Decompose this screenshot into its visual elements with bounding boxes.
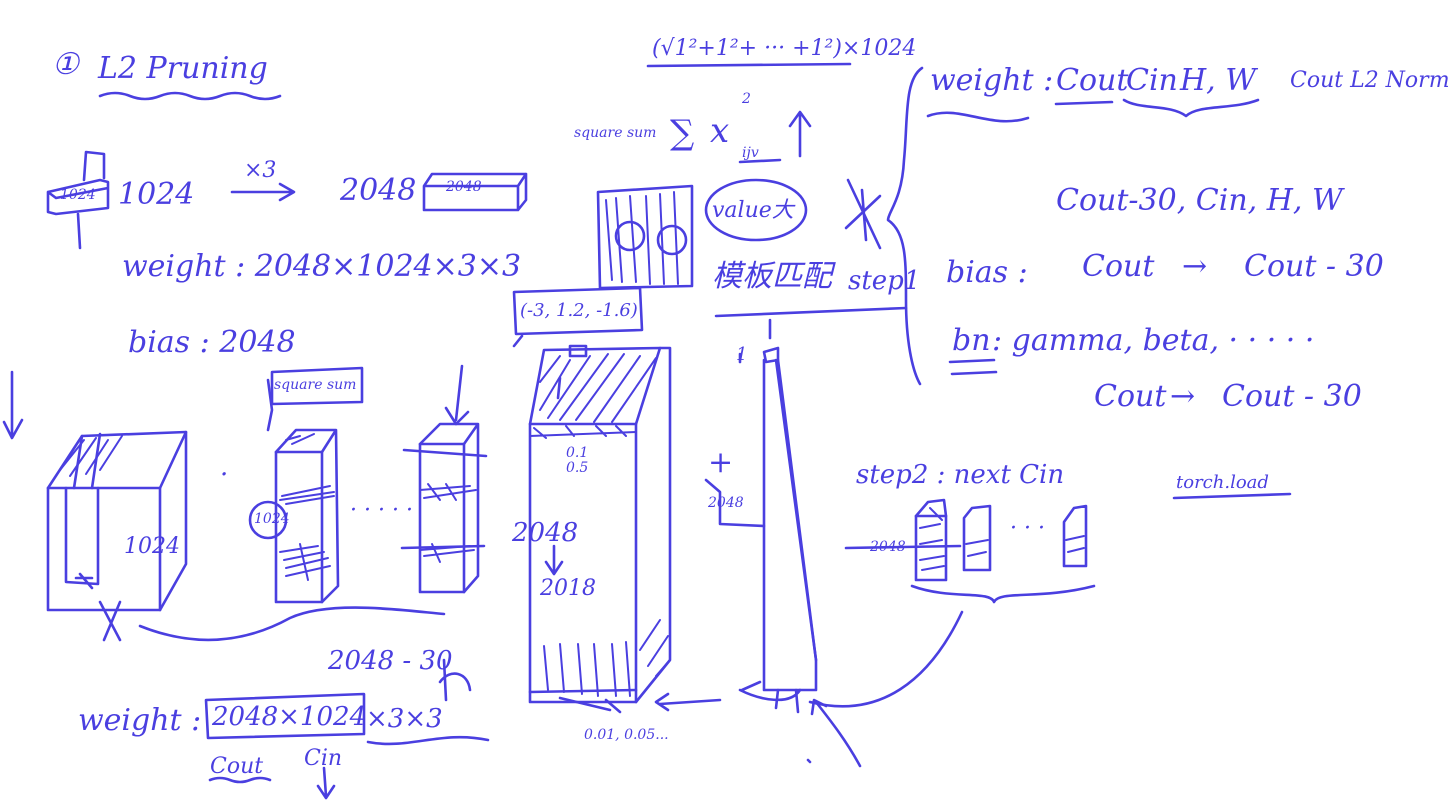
cout-underline-r xyxy=(1054,100,1114,106)
output-box-label: 2048 xyxy=(446,179,482,195)
bottom-values: 0.01, 0.05... xyxy=(584,727,669,743)
bn-label: bn xyxy=(952,323,991,358)
input-box-label: 1024 xyxy=(60,187,96,203)
curve-arrow xyxy=(810,698,862,768)
side-brace xyxy=(704,478,766,528)
step2-columns xyxy=(844,498,1096,604)
tall-column xyxy=(528,344,672,712)
x-underline xyxy=(738,158,782,164)
weight-underline xyxy=(926,111,1030,123)
big-cube xyxy=(2,370,188,642)
curve-to-step2 xyxy=(808,610,964,708)
vector-values: (-3, 1.2, -1.6) xyxy=(520,300,638,321)
small-ellipsis: · · · xyxy=(1010,516,1045,541)
vec-arrow xyxy=(512,334,524,348)
zh-underline xyxy=(714,306,908,318)
bn-underline xyxy=(948,358,998,376)
bn-arrow: → xyxy=(1170,379,1196,414)
cout-label: Cout xyxy=(210,754,264,779)
bias-result: Cout - 30 xyxy=(1244,249,1384,284)
cin-hw-brace xyxy=(1122,98,1260,118)
arrow-star xyxy=(844,178,882,250)
right-brace xyxy=(886,66,924,386)
cout-underline xyxy=(208,776,272,784)
bottom-arrow-mid xyxy=(604,692,722,714)
step2-label: step2 : next Cin xyxy=(856,460,1065,490)
column-tag: square sum xyxy=(274,377,357,393)
input-box-arrow xyxy=(76,150,106,250)
filter-column xyxy=(248,366,364,604)
pruned-count: 2048 - 30 xyxy=(328,646,453,676)
cube-label: 1024 xyxy=(124,534,180,559)
template-match-label: 模板匹配 xyxy=(712,259,832,294)
weight-bottom-suffix: ×3×3 xyxy=(366,704,443,734)
output-box xyxy=(422,172,528,212)
bias-label: bias : xyxy=(946,255,1028,290)
op-arrow xyxy=(230,182,296,202)
bottom-curve-l xyxy=(366,735,490,746)
input-box xyxy=(46,178,110,216)
torch-load-label: torch.load xyxy=(1176,472,1269,493)
cin-label: Cin xyxy=(304,746,343,771)
columns-ellipsis: · · · · · xyxy=(350,498,413,523)
small-2048: 2048 xyxy=(870,539,906,555)
weight-line: weight : 2048×1024×3×3 xyxy=(122,249,522,284)
up-arrow xyxy=(788,110,812,158)
title-number: ① xyxy=(52,47,79,82)
filter-column-last xyxy=(400,364,488,594)
minus-arrow xyxy=(438,658,472,702)
weight-bottom-box-text: 2048×1024 xyxy=(212,702,367,732)
step1-label: step1 xyxy=(848,266,921,296)
dot-mark xyxy=(806,758,812,764)
title-underline xyxy=(98,91,282,101)
x-symbol: x xyxy=(710,111,730,151)
bn-result: Cout - 30 xyxy=(1222,379,1362,414)
norm-formula: (√1²+1²+ ··· +1²)×1024 xyxy=(652,36,917,61)
tall-label-pruned: 2018 xyxy=(540,576,596,601)
weight-cin: Cin xyxy=(1126,63,1178,98)
tall-2018-arrow xyxy=(544,544,564,576)
side-2048: 2048 xyxy=(708,495,744,511)
weight-cout: Cout xyxy=(1056,63,1129,98)
x-subscript: ijv xyxy=(742,145,759,161)
tall-label: 2048 xyxy=(512,518,579,548)
cin-arrow xyxy=(316,766,336,800)
mark-one: 1 xyxy=(736,344,748,365)
inside-values: 0.1 0.5 xyxy=(566,445,589,477)
in-channels: 1024 xyxy=(118,177,195,212)
sigma-symbol: ∑ xyxy=(670,113,695,153)
pruned-shape: Cout-30, Cin, H, W xyxy=(1056,183,1343,218)
column-circle-label: 1024 xyxy=(254,511,290,527)
l2-norm-note: Cout L2 Norm xyxy=(1290,68,1450,93)
vec-box xyxy=(512,286,644,336)
bias-arrow: → xyxy=(1182,249,1208,284)
group-brace xyxy=(138,606,446,642)
weight-bottom-prefix: weight : xyxy=(78,703,202,738)
vector-strip xyxy=(738,346,818,714)
weight-label: weight : xyxy=(930,63,1054,98)
bn-params: : gamma, beta, · · · · · xyxy=(992,323,1315,358)
square-sum-label: square sum xyxy=(574,125,657,141)
formula-underline xyxy=(646,62,852,68)
title: L2 Pruning xyxy=(98,51,268,86)
template-grid xyxy=(596,184,694,290)
bias-line: bias : 2048 xyxy=(128,325,296,360)
op-label: ×3 xyxy=(244,158,277,183)
value-ellipse xyxy=(704,178,808,242)
x-superscript: 2 xyxy=(742,91,751,107)
torch-underline xyxy=(1172,492,1292,500)
weight-hw: H, W xyxy=(1180,63,1257,98)
out-channels: 2048 xyxy=(340,173,417,208)
bn-cout: Cout xyxy=(1094,379,1167,414)
plus-sign: + xyxy=(708,445,734,480)
value-label: value大 xyxy=(712,198,794,223)
dot-separator: · xyxy=(220,460,229,490)
weight-box xyxy=(204,692,366,740)
bias-cout: Cout xyxy=(1082,249,1155,284)
